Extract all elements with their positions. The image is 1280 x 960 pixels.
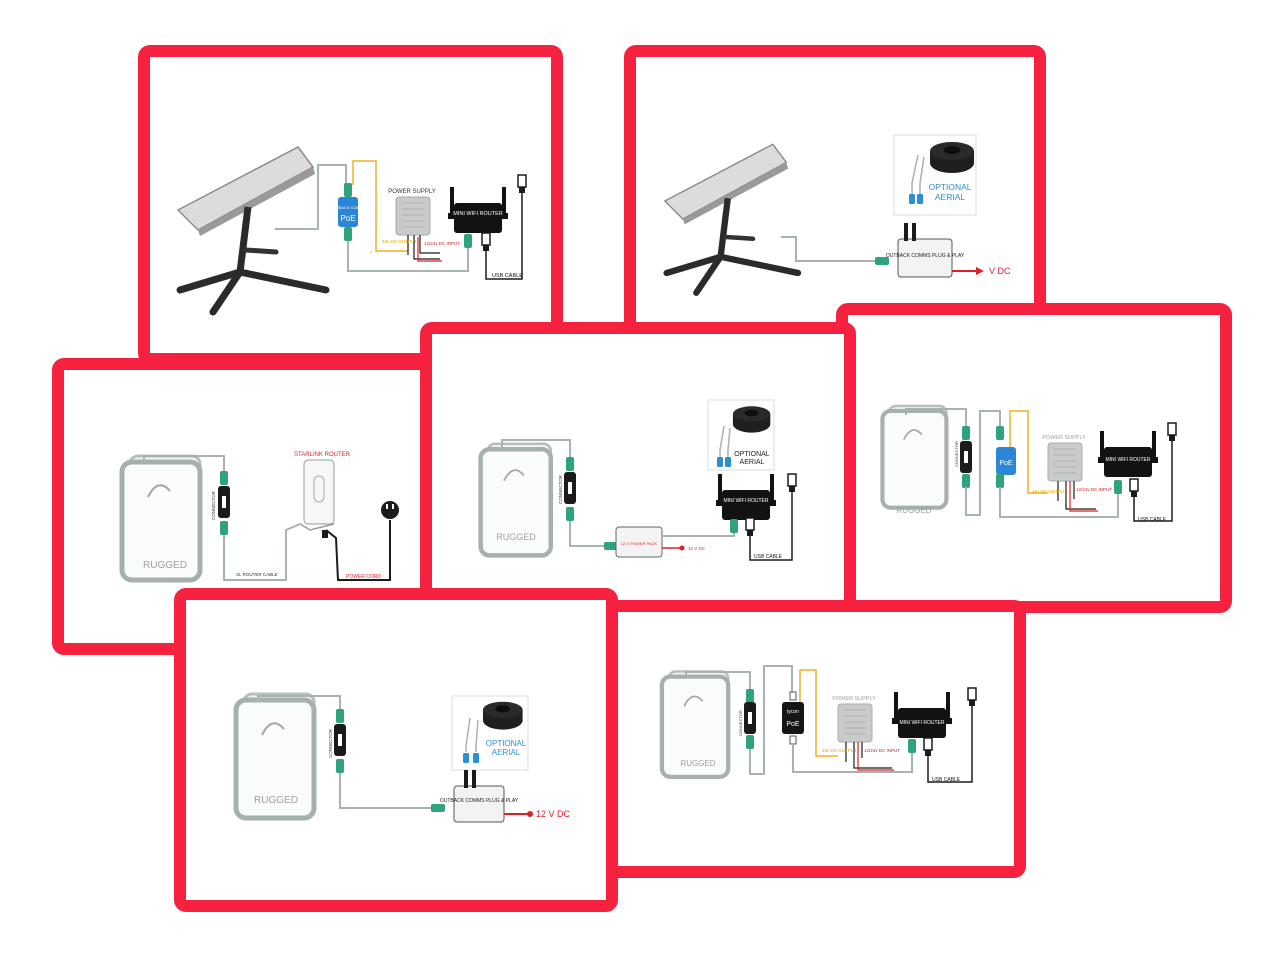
poe-label: PoE — [786, 721, 800, 728]
power-pack-icon — [615, 526, 663, 558]
connector-label: CONNECTOR — [211, 490, 216, 520]
starlink-router-icon — [303, 459, 335, 525]
poe-injector-icon — [782, 702, 804, 734]
router-label: MINI WIFI ROUTER — [724, 498, 769, 504]
output-48v-label: 48v DC OUTPUT — [382, 239, 417, 244]
router-label: MINI WIFI ROUTER — [900, 720, 945, 726]
v12-dc-small-label: 12 V DC — [688, 546, 706, 551]
sl-router-cable-label: SL ROUTER CABLE — [236, 572, 278, 577]
plug-play-label: OUTBACK COMMS PLUG & PLAY — [440, 798, 519, 804]
diagram-card-rugged-poe-right: RUGGED CONNECTOR PoE POWER SUPPLY 48v DC… — [836, 303, 1232, 613]
rugged-label: RUGGED — [896, 506, 931, 515]
poe-injector-icon — [996, 447, 1016, 475]
power-cord-label: POWER CORD — [346, 574, 381, 580]
usb-cable-label: USB CABLE — [492, 273, 523, 279]
rugged-label: RUGGED — [496, 532, 536, 542]
input-12-24v-label: 12/24v DC INPUT — [424, 241, 460, 246]
usb-cable-label: USB CABLE — [754, 554, 783, 560]
diagram-starlink-poe: OUTBACK COMMS PoE POWER SUPPLY 48v DC OU… — [150, 57, 527, 353]
connector-label: CONNECTOR — [738, 710, 743, 736]
diagram-card-rugged-tycon-poe: RUGGED CONNECTOR tycon PoE POWER SUPPLY … — [604, 600, 1026, 878]
plug-play-box — [897, 238, 953, 278]
v-dc-label: V DC — [989, 266, 1011, 276]
plug-play-label: OUTBACK COMMS PLUG & PLAY — [886, 253, 965, 259]
poe-brand-label: OUTBACK COMMS — [330, 205, 366, 210]
rugged-label: RUGGED — [143, 560, 187, 571]
connector-label: CONNECTOR — [328, 728, 333, 758]
starlink-router-label: STARLINK ROUTER — [294, 452, 351, 458]
input-12-24v-label: 12/24v DC INPUT — [1076, 487, 1112, 492]
diagram-rugged-poe-right: RUGGED CONNECTOR PoE POWER SUPPLY 48v DC… — [848, 315, 1177, 523]
router-label: MINI WIFI ROUTER — [453, 211, 503, 217]
router-label: MINI WIFI ROUTER — [1106, 457, 1151, 463]
connector-label: CONNECTOR — [954, 441, 959, 467]
usb-cable-label: USB CABLE — [932, 777, 961, 783]
power-supply-label: POWER SUPPLY — [1042, 435, 1086, 441]
diagram-rugged-tycon-poe: RUGGED CONNECTOR tycon PoE POWER SUPPLY … — [616, 665, 977, 783]
wall-plug-icon — [381, 501, 399, 519]
output-48v-label: 48v DC OUTPUT — [822, 748, 857, 753]
diagram-rugged-power-pack: RUGGED CONNECTOR 12 V POWER PACK 12 V DC… — [432, 399, 797, 561]
diagram-card-starlink-poe: OUTBACK COMMS PoE POWER SUPPLY 48v DC OU… — [138, 45, 563, 365]
input-12-24v-label: 12/24v DC INPUT — [864, 748, 900, 753]
poe-label: PoE — [340, 214, 355, 223]
connector-label: CONNECTOR — [558, 474, 563, 504]
power-supply-label: POWER SUPPLY — [832, 696, 876, 702]
usb-cable-label: USB CABLE — [1138, 517, 1167, 523]
power-supply-label: POWER SUPPLY — [388, 189, 436, 195]
power-pack-label: 12 V POWER PACK — [621, 541, 657, 546]
poe-injector-icon — [338, 197, 358, 227]
diagram-rugged-starlink-router: RUGGED CONNECTOR SL ROUTER CABLE STARLIN… — [64, 452, 399, 643]
v12-dc-label: 12 V DC — [536, 809, 571, 819]
poe-brand-alt-label: tycon — [787, 709, 799, 715]
output-48v-label: 48v DC OUTPUT — [1032, 489, 1067, 494]
poe-label: PoE — [999, 460, 1013, 467]
rugged-label: RUGGED — [254, 795, 298, 806]
plug-play-box — [453, 785, 505, 823]
rugged-label: RUGGED — [680, 759, 715, 768]
